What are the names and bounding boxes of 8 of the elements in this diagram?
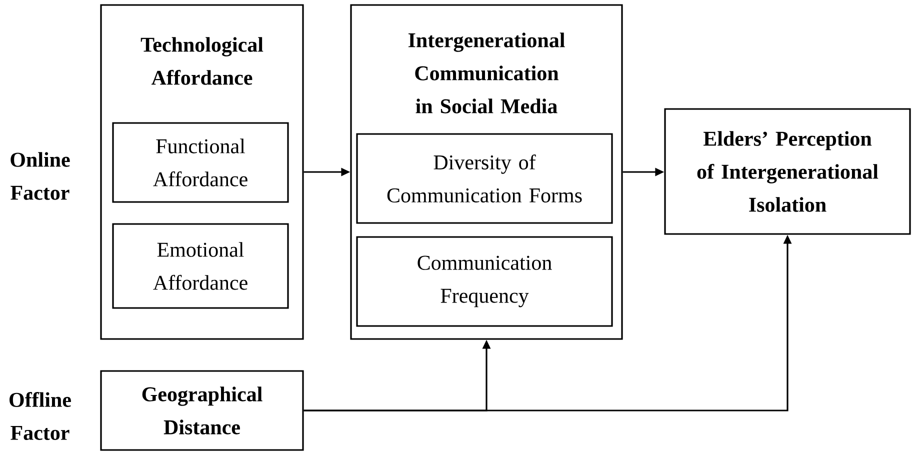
concept-box: Diversity of Communication Forms — [356, 133, 613, 224]
factor-label: Online Factor — [10, 152, 70, 200]
concept-box: Communication Frequency — [356, 236, 613, 327]
factor-box: Geographical Distance — [100, 370, 304, 451]
factor-label: Offline Factor — [10, 392, 71, 440]
concept-box: Functional Affordance — [112, 122, 289, 203]
factor-box: Elders’ Perception of Intergenerational Isolation — [664, 108, 911, 235]
concept-box: Emotional Affordance — [112, 223, 289, 309]
